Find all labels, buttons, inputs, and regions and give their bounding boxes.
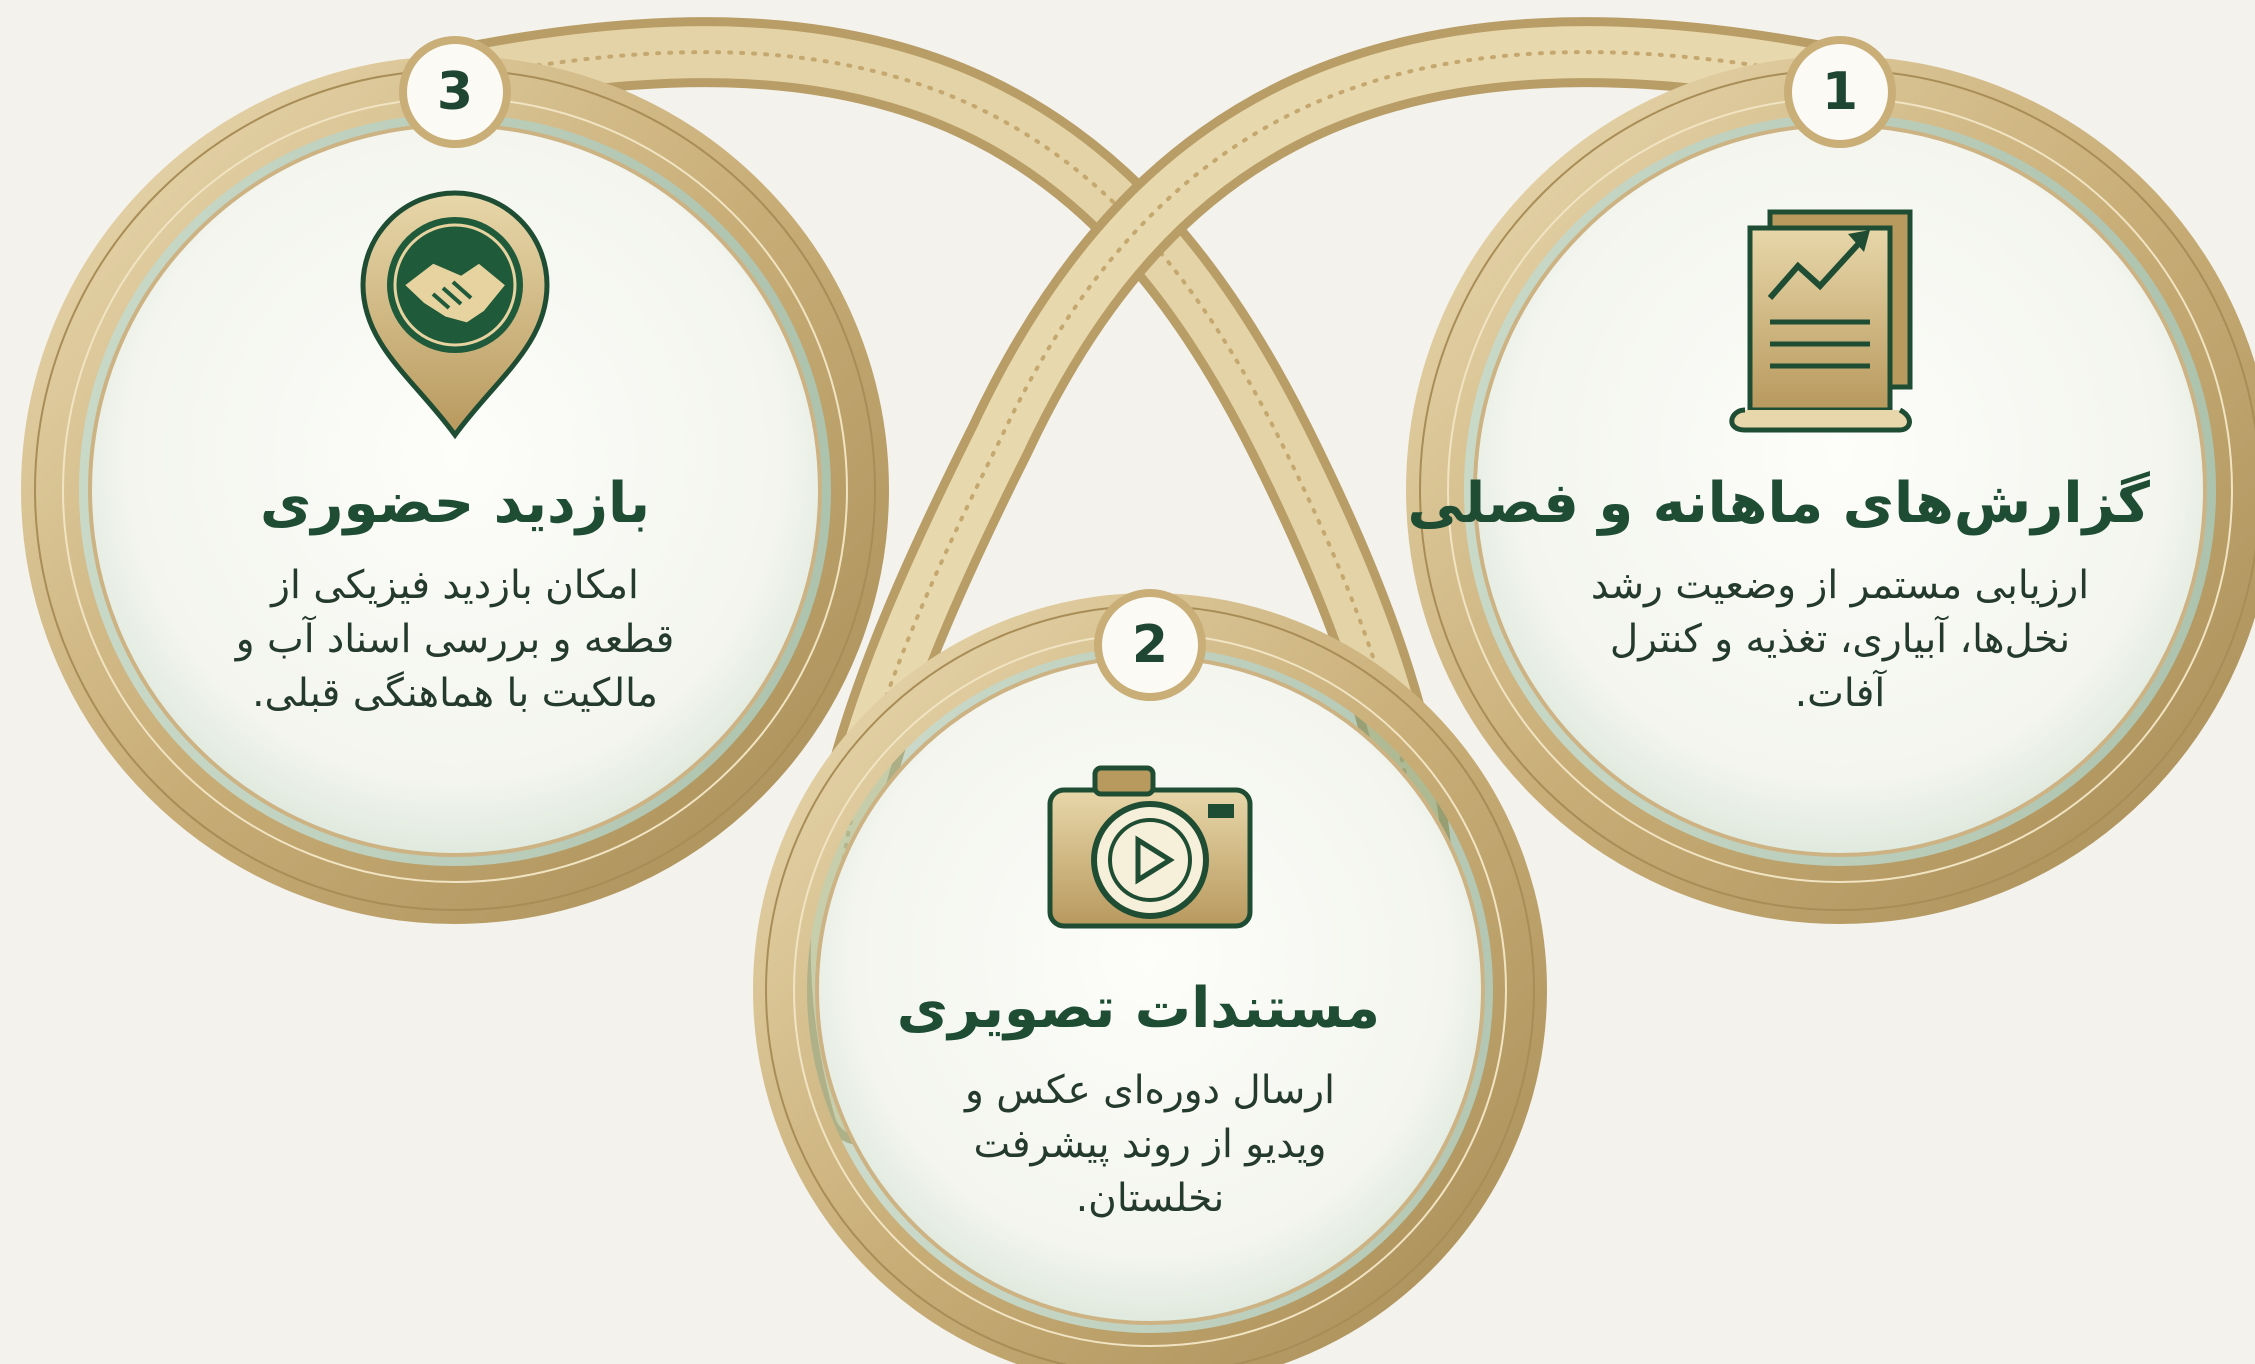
step-2-number: 2 <box>1131 615 1169 675</box>
handshake-pin-icon <box>360 190 550 440</box>
video-camera-icon <box>1047 765 1253 929</box>
ring-step-3 <box>21 56 889 924</box>
step-1-title: گزارش‌های ماهانه و فصلی <box>1407 471 2151 536</box>
step-2-title: مستندات تصویری <box>896 976 1380 1041</box>
step-1-card: گزارش‌های ماهانه و فصلی ارزیابی مستمر از… <box>1407 470 2151 721</box>
step-3-title: بازدید حضوری <box>259 471 651 536</box>
step-3-card: بازدید حضوری امکان بازدید فیزیکی از قطعه… <box>225 470 685 721</box>
step-3-number: 3 <box>436 62 474 122</box>
ring-step-2 <box>753 593 1547 1364</box>
badge-step-1 <box>1784 36 1896 148</box>
step-1-description: ارزیابی مستمر از وضعیت رشد نخل‌ها، آبیار… <box>1590 563 2090 716</box>
badge-step-3 <box>399 36 511 148</box>
step-3-description: امکان بازدید فیزیکی از قطعه و بررسی اسنا… <box>235 563 675 716</box>
step-2-description: ارسال دوره‌ای عکس و ویدیو از روند پیشرفت… <box>965 1068 1335 1221</box>
report-chart-icon <box>1729 209 1913 433</box>
badge-step-2 <box>1094 589 1206 701</box>
step-1-number: 1 <box>1821 62 1859 122</box>
step-2-card: مستندات تصویری ارسال دوره‌ای عکس و ویدیو… <box>896 975 1380 1226</box>
